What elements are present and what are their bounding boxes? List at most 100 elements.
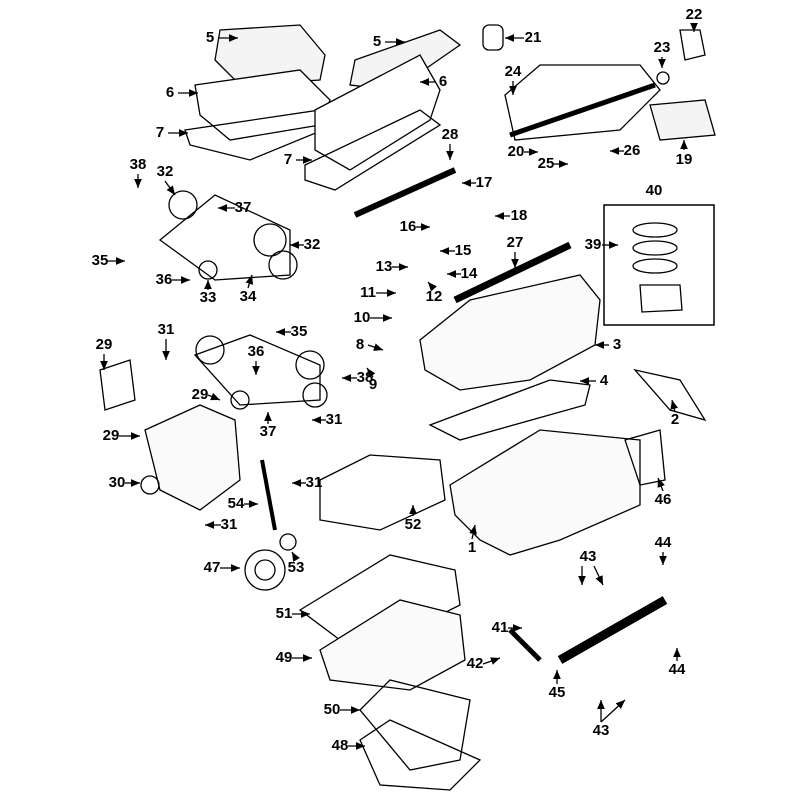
callout-18[interactable]: 18 xyxy=(510,207,528,224)
callout-53[interactable]: 53 xyxy=(287,559,305,576)
callout-51[interactable]: 51 xyxy=(275,605,293,622)
callout-37[interactable]: 37 xyxy=(234,199,252,216)
callout-7[interactable]: 7 xyxy=(155,124,165,141)
callout-39[interactable]: 39 xyxy=(584,236,602,253)
callout-50[interactable]: 50 xyxy=(323,701,341,718)
callout-35[interactable]: 35 xyxy=(290,323,308,340)
callout-36[interactable]: 36 xyxy=(155,271,173,288)
callout-14[interactable]: 14 xyxy=(460,265,478,282)
callout-31[interactable]: 31 xyxy=(305,474,323,491)
callout-23[interactable]: 23 xyxy=(653,39,671,56)
callout-24[interactable]: 24 xyxy=(504,63,522,80)
callout-33[interactable]: 33 xyxy=(199,289,217,306)
callout-13[interactable]: 13 xyxy=(375,258,393,275)
callout-54[interactable]: 54 xyxy=(227,495,245,512)
callout-31[interactable]: 31 xyxy=(220,516,238,533)
callout-29[interactable]: 29 xyxy=(102,427,120,444)
seal-30 xyxy=(140,475,160,495)
callout-9[interactable]: 9 xyxy=(368,376,378,393)
seal-46 xyxy=(624,429,666,486)
head-gasket xyxy=(428,379,591,441)
gear-53 xyxy=(279,533,297,551)
callout-29[interactable]: 29 xyxy=(191,386,209,403)
timing-chain-lower xyxy=(193,334,328,410)
callout-31[interactable]: 31 xyxy=(157,321,175,338)
callout-31[interactable]: 31 xyxy=(325,411,343,428)
callout-15[interactable]: 15 xyxy=(454,242,472,259)
callout-42[interactable]: 42 xyxy=(466,655,484,672)
plug-23 xyxy=(656,71,670,85)
callout-6[interactable]: 6 xyxy=(438,73,448,90)
connecting-rod-41 xyxy=(508,628,542,662)
cover-19 xyxy=(649,99,716,141)
callout-21[interactable]: 21 xyxy=(524,29,542,46)
camshaft-upper xyxy=(509,82,656,138)
callout-52[interactable]: 52 xyxy=(404,516,422,533)
callout-3[interactable]: 3 xyxy=(612,336,622,353)
oil-pump-52 xyxy=(319,454,446,531)
callout-38[interactable]: 38 xyxy=(129,156,147,173)
cylinder-head xyxy=(419,274,601,391)
callout-7[interactable]: 7 xyxy=(283,151,293,168)
callout-29[interactable]: 29 xyxy=(95,336,113,353)
engine-block xyxy=(449,429,641,556)
callout-36[interactable]: 36 xyxy=(247,343,265,360)
callout-19[interactable]: 19 xyxy=(675,151,693,168)
callout-30[interactable]: 30 xyxy=(108,474,126,491)
front-cover xyxy=(144,404,241,511)
callout-25[interactable]: 25 xyxy=(537,155,555,172)
callout-leaders xyxy=(100,22,698,750)
callout-2[interactable]: 2 xyxy=(670,411,680,428)
callout-22[interactable]: 22 xyxy=(685,6,703,23)
oil-pan-49 xyxy=(319,599,466,691)
callout-34[interactable]: 34 xyxy=(239,288,257,305)
piston-box-40 xyxy=(603,204,715,326)
chain-54 xyxy=(260,459,277,531)
callout-5[interactable]: 5 xyxy=(205,29,215,46)
pulley-47 xyxy=(244,549,286,591)
callout-16[interactable]: 16 xyxy=(399,218,417,235)
camshaft-28 xyxy=(353,167,457,218)
callout-26[interactable]: 26 xyxy=(623,142,641,159)
callout-35[interactable]: 35 xyxy=(91,252,109,269)
callout-6[interactable]: 6 xyxy=(165,84,175,101)
camshaft-27 xyxy=(453,241,572,304)
piston xyxy=(639,284,683,313)
cam-frame-24 xyxy=(504,64,661,141)
callout-28[interactable]: 28 xyxy=(441,126,459,143)
callout-37[interactable]: 37 xyxy=(259,423,277,440)
callout-48[interactable]: 48 xyxy=(331,737,349,754)
valve-cover-right xyxy=(304,29,462,191)
callout-10[interactable]: 10 xyxy=(353,309,371,326)
callout-11[interactable]: 11 xyxy=(360,284,376,301)
callout-4[interactable]: 4 xyxy=(599,372,609,389)
callout-27[interactable]: 27 xyxy=(506,234,524,251)
cover-2 xyxy=(633,368,707,422)
callout-46[interactable]: 46 xyxy=(654,491,672,508)
callout-5[interactable]: 5 xyxy=(372,33,382,50)
callout-47[interactable]: 47 xyxy=(203,559,221,576)
callout-20[interactable]: 20 xyxy=(507,143,525,160)
callout-17[interactable]: 17 xyxy=(475,174,493,191)
callout-43[interactable]: 43 xyxy=(592,722,610,739)
callout-41[interactable]: 41 xyxy=(491,619,509,636)
pan-48 xyxy=(359,719,482,791)
timing-chain-upper xyxy=(158,190,298,281)
callout-8[interactable]: 8 xyxy=(355,336,365,353)
callout-32[interactable]: 32 xyxy=(156,163,174,180)
callout-12[interactable]: 12 xyxy=(425,288,443,305)
callout-40[interactable]: 40 xyxy=(645,182,663,199)
callout-1[interactable]: 1 xyxy=(467,539,477,556)
callout-49[interactable]: 49 xyxy=(275,649,293,666)
callout-43[interactable]: 43 xyxy=(579,548,597,565)
callout-38[interactable]: 38 xyxy=(356,369,374,386)
callout-44[interactable]: 44 xyxy=(668,661,686,678)
sensor-22 xyxy=(679,29,706,61)
baffle-50 xyxy=(359,679,471,771)
callout-32[interactable]: 32 xyxy=(303,236,321,253)
part-29 xyxy=(99,359,136,411)
callout-44[interactable]: 44 xyxy=(654,534,672,551)
callout-45[interactable]: 45 xyxy=(548,684,566,701)
